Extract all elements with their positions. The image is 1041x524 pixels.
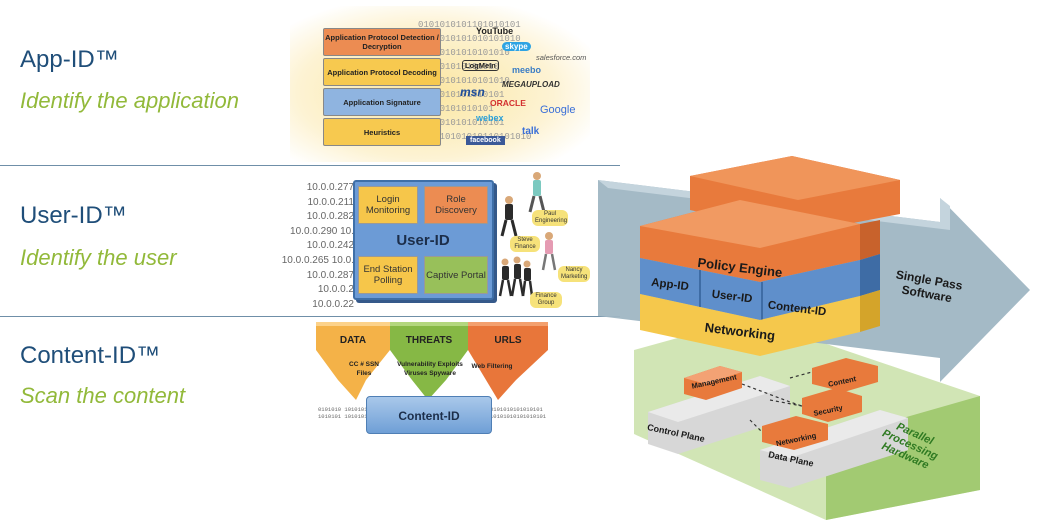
- ip-address: 10.0.0.2: [317, 284, 354, 296]
- brand-talk: talk: [522, 126, 540, 137]
- divider-2: [0, 316, 620, 317]
- user-id-subtitle: Identify the user: [20, 245, 177, 270]
- user-id-end-station-polling: End Station Polling: [358, 256, 418, 294]
- architecture-diagram: [598, 156, 1030, 520]
- binary-line: 010101010101010: [418, 62, 500, 72]
- binary-line: 0101010 10101010101010: [318, 406, 391, 413]
- app-id-title: App-ID™: [20, 46, 119, 73]
- person-icon: [500, 196, 518, 237]
- content-binary-left: 0101010 10101010101010 1010101 101010101…: [318, 406, 391, 420]
- content-binary-right: 0101010101010101 10101010101010101: [490, 406, 546, 420]
- ip-address: 10.0.0.290 10.: [290, 225, 354, 237]
- ip-address: 10.0.0.211: [307, 196, 354, 208]
- user-people-figures: [498, 172, 557, 297]
- person-icon: [528, 172, 546, 213]
- brand-google: Google: [540, 104, 576, 116]
- user-id-title: User-ID™: [20, 202, 127, 229]
- binary-line: 0101010101010101010: [418, 34, 521, 44]
- ip-address: 10.0.0.287: [306, 269, 354, 281]
- brand-oracle: ORACLE: [490, 98, 526, 108]
- user-id-center-label: User-ID: [396, 231, 450, 249]
- content-cat-threats: THREATS: [405, 334, 453, 346]
- app-layer-signature: Application Signature: [323, 88, 441, 116]
- ip-address: 10.0.0.22: [312, 298, 354, 310]
- binary-line: 10101010101010101: [490, 413, 547, 420]
- app-layer-detection: Application Protocol Detection / Decrypt…: [323, 28, 441, 56]
- binary-line: 01010101010101010: [418, 76, 510, 86]
- ip-address: 10.0.0.242: [306, 240, 354, 252]
- brand-facebook: facebook: [466, 136, 505, 145]
- person-group-icon: [498, 256, 534, 297]
- binary-line: 0101010101010101: [418, 90, 505, 100]
- binary-line: 01010101010101: [418, 104, 494, 114]
- content-id-title: Content-ID™: [20, 342, 161, 369]
- content-id-funnel: [316, 322, 548, 400]
- ip-address: 10.0.0.282: [306, 211, 354, 223]
- brand-msn: msn: [460, 85, 485, 99]
- content-id-pipe: [366, 396, 492, 434]
- brand-webex: webex: [476, 113, 504, 123]
- ip-address: 10.0.0.277: [306, 182, 354, 193]
- app-layer-heuristics: Heuristics: [323, 118, 441, 146]
- user-id-role-discovery: Role Discovery: [424, 186, 488, 224]
- ip-address: 10.0.0.265 10.0.: [281, 254, 354, 266]
- brand-meebo: meebo: [512, 65, 542, 75]
- app-id-subtitle: Identify the application: [20, 88, 239, 113]
- user-id-ip-list: 10.0.0.277 10.0.0.211 10.0.0.282 10.0.0.…: [272, 181, 354, 312]
- person-label-finance-group: Finance Group: [530, 292, 562, 308]
- content-detail-data: CC # SSN Files: [349, 361, 379, 377]
- brand-youtube: YouTube: [476, 26, 514, 36]
- content-cat-urls: URLS: [494, 334, 522, 346]
- person-label-steve: Steve Finance: [510, 236, 540, 252]
- app-id-graphic: 0101010101101010101 0101010101010101010 …: [290, 6, 590, 162]
- user-id-login-monitoring: Login Monitoring: [358, 186, 418, 224]
- content-id-subtitle: Scan the content: [20, 383, 186, 408]
- brand-logmein: LogMeIn: [462, 60, 499, 71]
- person-label-paul: Paul Engineering: [532, 210, 568, 226]
- content-detail-threats: Vulnerability Exploits Viruses Spyware: [397, 361, 463, 377]
- binary-line: 0101010101010101: [418, 118, 505, 128]
- content-id-engine-label: Content-ID: [398, 409, 460, 423]
- brand-skype: skype: [502, 42, 531, 51]
- binary-line: 0101010101101010101: [418, 20, 521, 30]
- brand-megaupload: MEGAUPLOAD: [502, 80, 560, 89]
- brand-salesforce: salesforce.com: [536, 53, 587, 62]
- app-layer-decoding: Application Protocol Decoding: [323, 58, 441, 86]
- content-cat-data: DATA: [339, 334, 367, 346]
- binary-line: 0101010101010101: [490, 406, 543, 413]
- content-detail-urls: Web Filtering: [471, 362, 513, 370]
- binary-line: 1010101 1010101010101: [318, 413, 388, 420]
- user-id-captive-portal: Captive Portal: [424, 256, 488, 294]
- divider-1: [0, 165, 620, 166]
- person-label-nancy: Nancy Marketing: [558, 266, 590, 282]
- binary-line: 01010101010101010: [418, 48, 510, 58]
- person-icon: [541, 232, 557, 271]
